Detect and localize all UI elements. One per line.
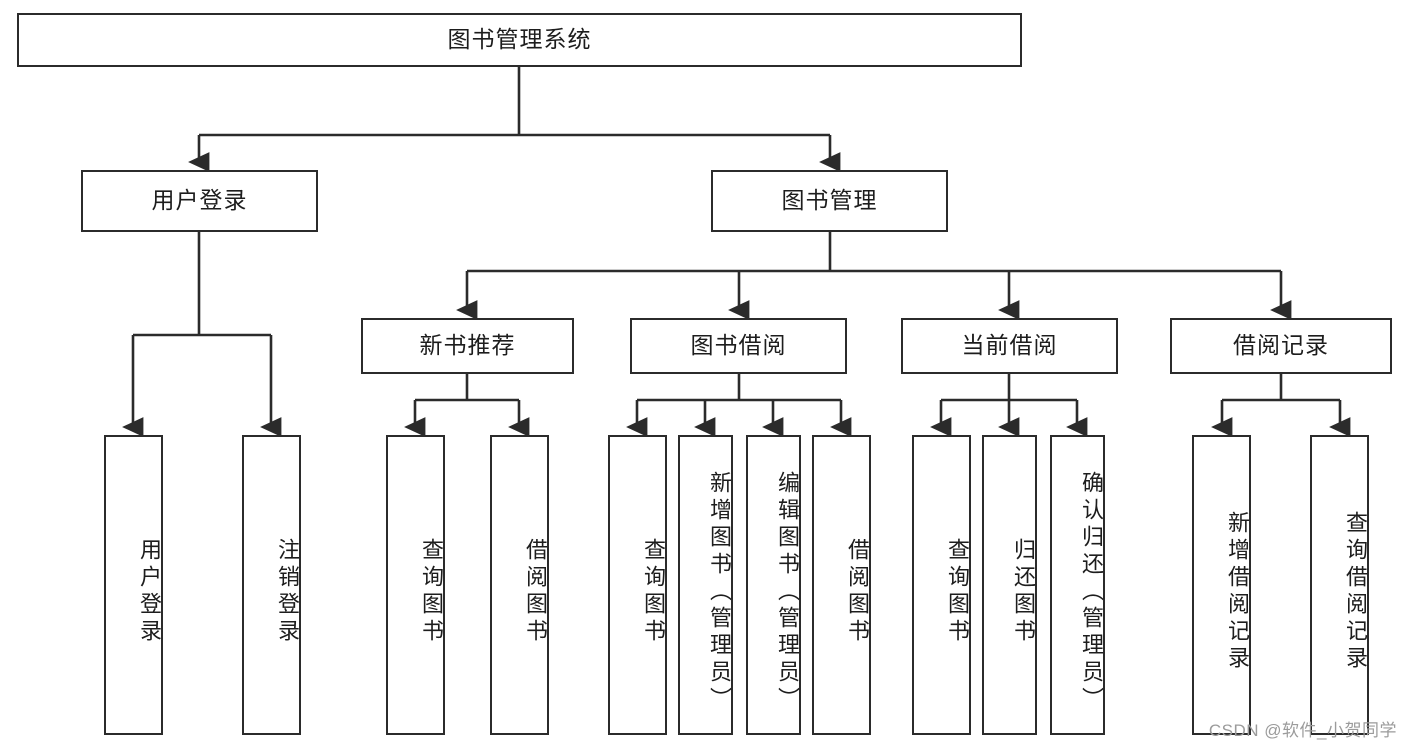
node-borrow-records[interactable]: 借阅记录 xyxy=(1170,318,1392,374)
leaf-book-borrow-borrow-label: 借阅图书 xyxy=(845,538,870,646)
leaf-user-login-signout[interactable]: 注销登录 xyxy=(242,435,301,735)
leaf-user-login-signin-label: 用户登录 xyxy=(137,538,162,646)
leaf-book-borrow-query[interactable]: 查询图书 xyxy=(608,435,667,735)
node-root-system[interactable]: 图书管理系统 xyxy=(17,13,1022,67)
leaf-user-login-signout-label: 注销登录 xyxy=(275,538,300,646)
leaf-current-borrow-return-label: 归还图书 xyxy=(1011,538,1036,646)
node-borrow-records-label: 借阅记录 xyxy=(1233,332,1329,359)
leaf-book-borrow-query-label: 查询图书 xyxy=(641,538,666,646)
leaf-borrow-records-query[interactable]: 查询借阅记录 xyxy=(1310,435,1369,735)
leaf-book-borrow-edit-label: 编辑图书（管理员） xyxy=(775,470,800,714)
leaf-borrow-records-query-label: 查询借阅记录 xyxy=(1343,511,1368,673)
leaf-book-borrow-edit[interactable]: 编辑图书（管理员） xyxy=(746,435,801,735)
csdn-watermark: CSDN @软件_小贺同学 xyxy=(1208,721,1397,740)
node-user-login[interactable]: 用户登录 xyxy=(81,170,318,232)
leaf-current-borrow-confirm-return[interactable]: 确认归还（管理员） xyxy=(1050,435,1105,735)
node-book-management-label: 图书管理 xyxy=(781,187,878,214)
leaf-current-borrow-return[interactable]: 归还图书 xyxy=(982,435,1037,735)
leaf-new-book-query-label: 查询图书 xyxy=(419,538,444,646)
leaf-borrow-records-add[interactable]: 新增借阅记录 xyxy=(1192,435,1251,735)
leaf-current-borrow-query[interactable]: 查询图书 xyxy=(912,435,971,735)
node-book-borrow-label: 图书借阅 xyxy=(690,332,787,359)
leaf-book-borrow-add-label: 新增图书（管理员） xyxy=(707,470,732,714)
node-new-book-recommend-label: 新书推荐 xyxy=(419,332,516,359)
node-new-book-recommend[interactable]: 新书推荐 xyxy=(361,318,574,374)
node-user-login-label: 用户登录 xyxy=(151,187,248,214)
leaf-book-borrow-borrow[interactable]: 借阅图书 xyxy=(812,435,871,735)
node-book-borrow[interactable]: 图书借阅 xyxy=(630,318,847,374)
leaf-user-login-signin[interactable]: 用户登录 xyxy=(104,435,163,735)
leaf-new-book-borrow[interactable]: 借阅图书 xyxy=(490,435,549,735)
leaf-current-borrow-query-label: 查询图书 xyxy=(945,538,970,646)
leaf-new-book-query[interactable]: 查询图书 xyxy=(386,435,445,735)
leaf-new-book-borrow-label: 借阅图书 xyxy=(523,538,548,646)
node-current-borrow[interactable]: 当前借阅 xyxy=(901,318,1118,374)
leaf-borrow-records-add-label: 新增借阅记录 xyxy=(1225,511,1250,673)
leaf-current-borrow-confirm-return-label: 确认归还（管理员） xyxy=(1079,470,1104,714)
leaf-book-borrow-add[interactable]: 新增图书（管理员） xyxy=(678,435,733,735)
node-root-system-label: 图书管理系统 xyxy=(447,26,592,53)
node-current-borrow-label: 当前借阅 xyxy=(961,332,1058,359)
node-book-management[interactable]: 图书管理 xyxy=(711,170,948,232)
